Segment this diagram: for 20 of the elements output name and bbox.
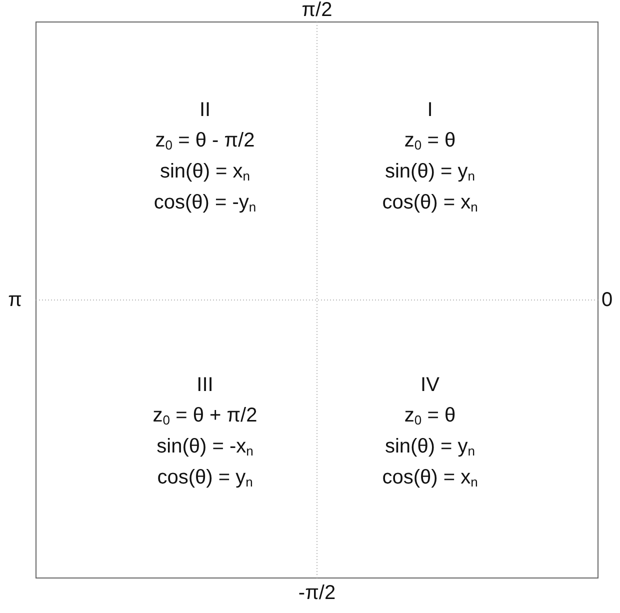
axis-label: π/2 (302, 0, 332, 21)
equation: z$_{0}$ = θ - π/2 (155, 129, 255, 153)
equation: cos(θ) = y$_{n}$ (157, 466, 253, 490)
equation: z$_{0}$ = θ + π/2 (152, 404, 258, 428)
quadrant-numeral: IV (420, 374, 440, 396)
equation: z$_{0}$ = θ (404, 404, 456, 428)
quadrant-numeral: II (199, 99, 211, 121)
equation: z$_{0}$ = θ (404, 129, 456, 153)
equation: cos(θ) = -y$_{n}$ (154, 191, 256, 215)
quadrant-numeral: III (196, 374, 214, 396)
equation: sin(θ) = -x$_{n}$ (156, 435, 254, 459)
axis-label: -π/2 (298, 582, 336, 604)
quadrant-numeral: I (427, 99, 433, 121)
equation: sin(θ) = x$_{n}$ (160, 160, 250, 184)
equation: cos(θ) = x$_{n}$ (382, 191, 478, 215)
equation: cos(θ) = x$_{n}$ (382, 466, 478, 490)
axis-label: 0 (601, 289, 613, 311)
equation: sin(θ) = y$_{n}$ (384, 435, 476, 459)
equation: sin(θ) = y$_{n}$ (384, 160, 476, 184)
axis-label: π (8, 289, 22, 311)
